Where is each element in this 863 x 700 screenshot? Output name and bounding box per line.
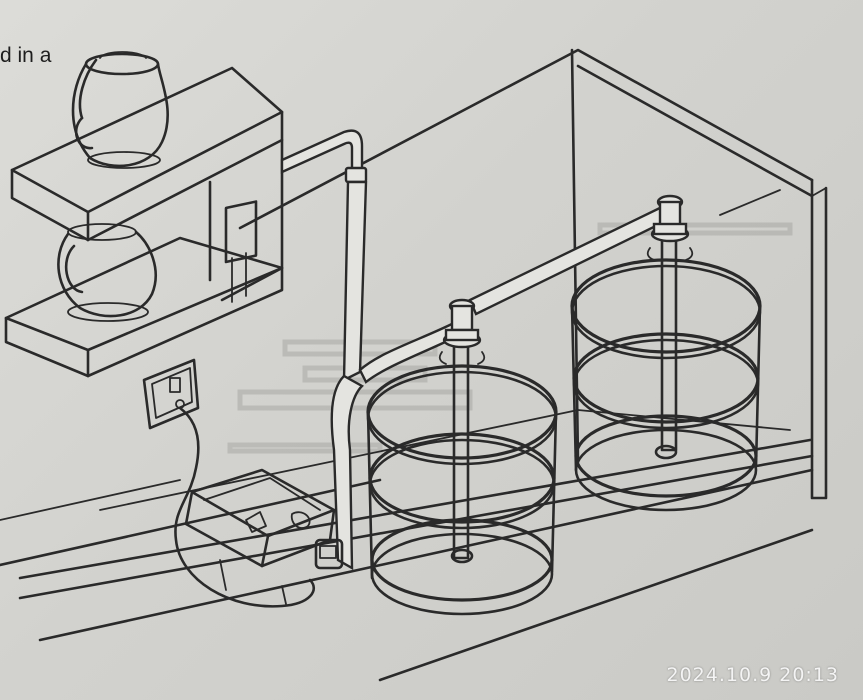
photo-timestamp: 2024.10.9 20:13 [666, 664, 839, 686]
coffee-machine [4, 51, 368, 378]
caption-fragment: d in a [0, 44, 52, 67]
workbench [0, 48, 828, 682]
coffee-pot-icon [57, 223, 157, 322]
coffee-pot-icon [71, 51, 169, 169]
wash-rack-icon [570, 194, 762, 512]
pump-unit-icon [184, 468, 344, 605]
wall-socket-icon [142, 358, 200, 430]
power-cord [174, 406, 316, 608]
wash-rack-icon [366, 298, 558, 616]
